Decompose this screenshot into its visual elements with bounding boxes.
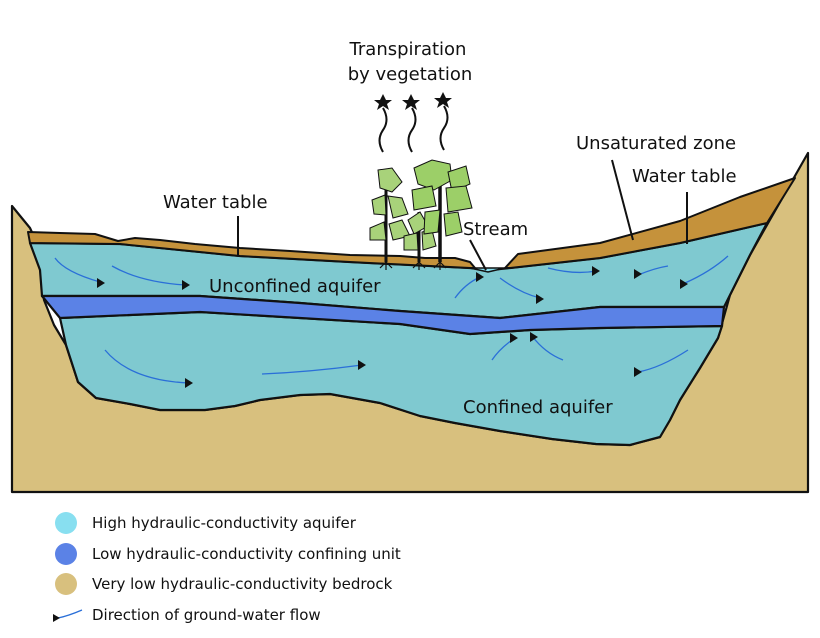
tree-icon: [403, 211, 437, 262]
legend-label-high-conductivity: High hydraulic-conductivity aquifer: [92, 514, 357, 532]
stream-water: [469, 267, 506, 273]
vapor-icon: [378, 105, 449, 153]
confining-unit-band: [40, 294, 726, 336]
roots-icon: [379, 261, 447, 270]
legend-label-flow-direction: Direction of ground-water flow: [92, 606, 321, 624]
water-table-left-label: Water table: [163, 192, 268, 213]
unsaturated-zone-label: Unsaturated zone: [576, 133, 736, 154]
trees: [369, 159, 473, 270]
flow-arrow-icon: [53, 609, 83, 622]
transpiration-symbols: [374, 92, 452, 153]
confined-aquifer-label: Confined aquifer: [463, 397, 613, 418]
water-table-right-label: Water table: [632, 166, 737, 187]
stream-label: Stream: [463, 219, 528, 240]
unsaturated-zone-right: [504, 177, 796, 269]
legend-swatch-low-conductivity: [55, 543, 77, 565]
unsaturated-zone-left: [27, 231, 476, 269]
vapor-star-icon: [374, 92, 452, 110]
leader-lines: [237, 159, 688, 271]
transpiration-label-line1: Transpiration: [349, 39, 467, 60]
legend: High hydraulic-conductivity aquifer Low …: [53, 512, 401, 624]
legend-swatch-bedrock: [55, 573, 77, 595]
flow-arrowheads: [97, 266, 688, 388]
tree-icon: [369, 167, 411, 262]
legend-swatch-high-conductivity: [55, 512, 77, 534]
unconfined-aquifer-label: Unconfined aquifer: [209, 276, 381, 297]
legend-label-bedrock: Very low hydraulic-conductivity bedrock: [92, 575, 393, 593]
tree-icon: [411, 159, 473, 262]
legend-label-low-conductivity: Low hydraulic-conductivity confining uni…: [92, 545, 401, 563]
transpiration-label-line2: by vegetation: [348, 64, 473, 85]
